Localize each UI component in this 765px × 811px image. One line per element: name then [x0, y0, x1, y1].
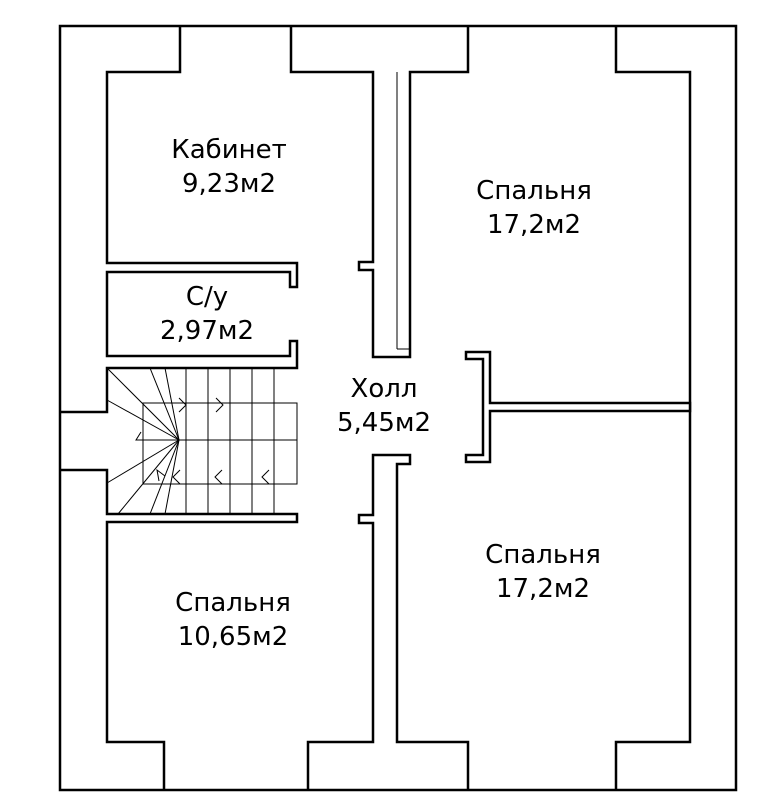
- stair-winder: [106, 439, 180, 484]
- stair-rail-box: [142, 402, 298, 485]
- stair-winder: [149, 367, 180, 441]
- room-name: Кабинет: [171, 135, 287, 165]
- room-area: 5,45м2: [336, 408, 432, 438]
- room-label-bedroom-bottom-left: Спальня 10,65м2: [175, 586, 291, 654]
- room-name: Спальня: [175, 588, 291, 618]
- room-label-bathroom: С/у 2,97м2: [160, 280, 254, 348]
- room-label-bedroom-top-right: Спальня 17,2м2: [476, 174, 592, 242]
- room-area: 10,65м2: [177, 622, 289, 652]
- stair-winder: [164, 367, 180, 441]
- room-area: 9,23м2: [181, 169, 277, 199]
- stair-arrow: [261, 469, 270, 485]
- stair-arrow: [172, 469, 181, 485]
- staircase: [106, 367, 298, 515]
- stair-winder: [106, 399, 180, 441]
- room-area: 17,2м2: [495, 574, 591, 604]
- room-name: С/у: [185, 282, 229, 312]
- room-name: Спальня: [485, 540, 601, 570]
- outer-wall: [58, 24, 738, 792]
- partition-wall-right: [464, 350, 692, 464]
- stair-winder: [149, 439, 180, 515]
- room-label-bedroom-bottom-right: Спальня 17,2м2: [485, 538, 601, 606]
- stair-arrow: [215, 397, 224, 413]
- room-name: Холл: [350, 374, 418, 404]
- room-name: Спальня: [476, 176, 592, 206]
- stair-winder: [106, 367, 180, 441]
- room-area: 17,2м2: [486, 210, 582, 240]
- stair-arrow: [178, 397, 187, 413]
- stair-arrow: [156, 468, 166, 482]
- stair-winder: [164, 439, 180, 515]
- stair-arrow: [135, 431, 149, 441]
- room-area: 2,97м2: [159, 316, 255, 346]
- room-label-hall: Холл 5,45м2: [337, 372, 431, 440]
- stair-winder: [117, 439, 180, 515]
- room-label-office: Кабинет 9,23м2: [171, 133, 286, 201]
- stair-arrow: [214, 469, 223, 485]
